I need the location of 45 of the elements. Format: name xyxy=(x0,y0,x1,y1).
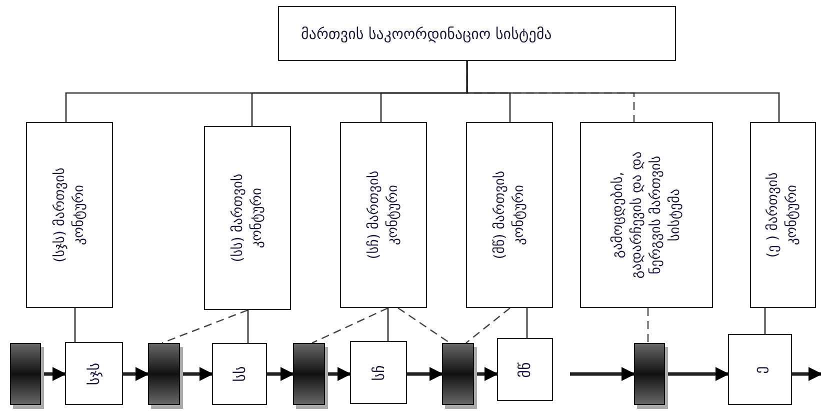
dashed-connector xyxy=(312,307,388,344)
dashed-connector xyxy=(398,307,450,344)
stage-label: სჯს xyxy=(84,361,104,387)
control-loop-box xyxy=(750,122,816,308)
stage-box xyxy=(497,338,553,401)
stage-label: სს xyxy=(229,365,250,384)
dashed-connector xyxy=(647,308,649,343)
dashed-connector xyxy=(162,309,248,344)
control-loop-box xyxy=(466,122,553,308)
stage-box xyxy=(350,341,407,404)
arrow xyxy=(792,367,821,381)
stage-box xyxy=(212,343,267,405)
stage-box xyxy=(728,334,792,405)
box-label: (სჯს) მართვის კონტური xyxy=(50,166,88,264)
box-label: გამოცდების, გადარჩევის და და ნერგვის მართვის სისტემა xyxy=(608,150,684,281)
stage-label: სჩ xyxy=(368,364,388,382)
box-label: (მწ) მართვის კონტური xyxy=(490,170,528,262)
dashed-connector xyxy=(466,308,510,344)
stage-box xyxy=(65,342,123,405)
arrow xyxy=(474,367,498,381)
box-label: (ე ) მართვის კონტური xyxy=(764,171,801,260)
connector-line xyxy=(247,310,249,343)
connector-line xyxy=(764,308,766,334)
connector-line xyxy=(387,308,389,341)
arrow xyxy=(41,367,66,381)
connector-line xyxy=(466,61,780,122)
arrow xyxy=(123,367,150,381)
arrow xyxy=(407,367,444,381)
box-label: (სს) მართვის კონტური xyxy=(228,172,266,264)
arrow xyxy=(570,367,636,381)
title-text: მართვის საკოორდინაციო სისტემა xyxy=(300,24,553,42)
control-loop-box xyxy=(26,122,113,308)
stage-label: ე xyxy=(750,364,770,376)
arrow xyxy=(180,367,214,381)
control-loop-box xyxy=(204,126,291,310)
connector-line xyxy=(74,308,76,342)
box-label: (სჩ) მართვის კონტური xyxy=(364,170,402,262)
control-loop-box xyxy=(340,122,427,308)
title-box xyxy=(278,6,676,61)
control-loop-box xyxy=(580,122,713,308)
connector-line xyxy=(526,308,528,338)
arrow xyxy=(325,367,352,381)
arrow xyxy=(665,367,730,381)
arrow xyxy=(267,367,294,381)
stage-label: მწ xyxy=(514,360,535,380)
